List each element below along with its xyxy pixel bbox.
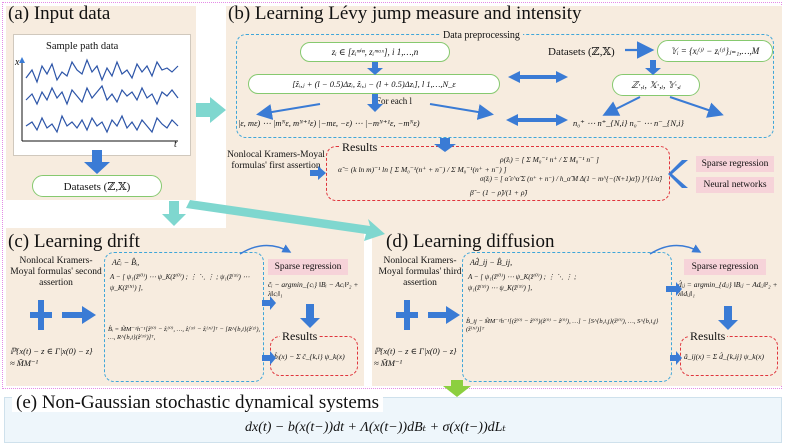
panel-c-arrows: [30, 244, 320, 365]
formula-alpha: α̂ = (k ln m)⁻¹ ln [ Σ M₀⁻¹(n⁺ + n⁻) / Σ…: [338, 165, 507, 174]
teal-arrow-ad: [186, 200, 385, 241]
panel-a-title: (a) Input data: [8, 3, 111, 24]
eq-b-c-text: B̂ᵢ = M̃M⁻¹h⁻¹[ẑ⁽⁰⁾ − ẑᵢ⁽⁰⁾, …, ẑᵢ⁽ᴺ⁾ − …: [108, 326, 261, 342]
eq-b-c: B̂ᵢ = M̃M⁻¹h⁻¹[ẑ⁽⁰⁾ − ẑᵢ⁽⁰⁾, …, ẑᵢ⁽ᴺ⁾ − …: [108, 326, 262, 342]
panel-e-title: (e) Non-Gaussian stochastic dynamical sy…: [12, 393, 384, 412]
matrix-c: A − [ ψ₁(ẑ⁽⁰⁾) ⋯ ψ_K(ẑ⁽⁰⁾) ; ⋮ ⋱ ⋮ ; ψ₁(…: [110, 272, 260, 293]
nonlocal-first-label: Nonlocal Kramers-Moyal formulas' first a…: [226, 150, 326, 172]
eq1-c: Aĉᵢ − B̂ᵢ,: [112, 258, 140, 267]
panel-d-arrows: [396, 244, 738, 365]
formula-ratio: ρ(ẑᵢ) = [ Σ M₀⁻¹ n⁺ / Σ M₀⁻¹ n⁻ ]: [500, 155, 599, 164]
prob-c: ℙ{x(t) − z ∈ Γ|x(0) − z}: [10, 346, 93, 356]
neural-networks-b: Neural networks: [696, 177, 774, 193]
panel-b-title: (b) Learning Lévy jump measure and inten…: [228, 3, 582, 24]
panel-c: [6, 228, 364, 386]
nonlocal-second-text: Nonlocal Kramers-Moyal formulas' second …: [10, 256, 102, 288]
nonlocal-third-label: Nonlocal Kramers-Moyal formulas' third a…: [376, 256, 464, 289]
nonlocal-second-label: Nonlocal Kramers-Moyal formulas' second …: [10, 256, 102, 289]
teal-arrow-ab: [196, 97, 226, 123]
sparse-regression-b: Sparse regression: [696, 156, 774, 172]
datasets-pill-a: Datasets (ℤ,𝕏): [32, 175, 162, 197]
nonlocal-third-text: Nonlocal Kramers-Moyal formulas' third a…: [378, 256, 462, 288]
axis-x-label: x: [15, 57, 20, 68]
matrix-d-text: A − [ ψ₁(ẑ⁽⁰⁾) ⋯ ψ_K(ẑ⁽⁰⁾) ; ⋮ ⋱ ⋮ ; ψ₁(…: [468, 273, 577, 292]
formula-sigma: σ(ẑᵢ) = [ α̂ ε^α̂ Σ (n⁺ + n⁻) / h_α̂ M Δ…: [480, 175, 663, 183]
for-each-label: For each l: [376, 96, 412, 106]
matrix-d: A − [ ψ₁(ẑ⁽⁰⁾) ⋯ ψ_K(ẑ⁽⁰⁾) ; ⋮ ⋱ ⋮ ; ψ₁(…: [468, 272, 588, 293]
z-grid-pill: [ẑᵢ,ⱼ + (l − 0.5)Δzᵢ, ẑᵢ,ⱼ − (l + 0.5)Δz…: [248, 74, 500, 94]
stochastic-equation: dx(t) − b(x(t−))dt + Λ(x(t−))dBₜ + σ(x(t…: [245, 420, 506, 435]
zxy-pill: ℤ·,ᵢ, 𝕏·,ᵢ, 𝕐·,ᵢ: [612, 74, 700, 96]
sample-path-label: Sample path data: [46, 41, 119, 52]
nonlocal-first-text: Nonlocal Kramers-Moyal formulas' first a…: [227, 150, 325, 171]
result-eq-d: â_ij(x) = Σ d̂_{k,ij} ψ_k(x): [684, 352, 764, 361]
eq1-d: Ad̂_ij − B̂_ij,: [470, 258, 513, 267]
argmin-c-text: ĉᵢ − argmin_{cᵢ} ‖Bᵢ − Acᵢ‖²₂ + λ‖cᵢ‖₁: [268, 280, 359, 299]
y-def-pill: 𝕐ᵢ = {xᵢ⁽ʲ⁾ − zᵢ⁽ʲ⁾}ⱼ₌₁,…,M: [657, 40, 773, 62]
sparse-regression-d: Sparse regression: [684, 259, 766, 275]
counts-row: n₀⁺ ⋯ n⁺_{N,i} n₀⁻ ⋯ n⁻_{N,i}: [573, 118, 684, 128]
equation-box-c: [104, 252, 264, 382]
arrow-a-down: [84, 150, 110, 174]
panel-c-title: (c) Learning drift: [8, 231, 140, 252]
argmin-c: ĉᵢ − argmin_{cᵢ} ‖Bᵢ − Acᵢ‖²₂ + λ‖cᵢ‖₁: [268, 280, 360, 299]
datasets-right: Datasets (ℤ,𝕏): [548, 46, 615, 58]
results-label-d: Results: [688, 329, 728, 344]
panel-d: [372, 228, 782, 386]
results-label-c: Results: [280, 329, 320, 344]
equation-box-d: [462, 252, 672, 382]
eq-b-d: B̂_ij − M̃M⁻¹h⁻¹[(ẑ⁽⁰⁾ − ẑ⁽⁰⁾)(ẑ⁽⁰⁾ − ẑ⁽…: [466, 318, 670, 334]
panel-b-arrows: [256, 41, 724, 188]
sparse-regression-c: Sparse regression: [268, 259, 348, 275]
prob-d: ℙ{x(t) − z ∈ Γ|x(0) − z}: [374, 346, 457, 356]
approx-c: ≈ M̃M⁻¹: [10, 358, 38, 368]
approx-d: ≈ M̃M⁻¹: [374, 358, 402, 368]
sample-paths: [25, 58, 179, 134]
results-box-d: [680, 336, 778, 376]
axis-t-label: t: [174, 139, 177, 150]
result-eq-c: b̂ᵢ(x) − Σ ĉ_{k,i} ψ_k(x): [274, 352, 345, 361]
ranges-row: |ε, mε) ⋯ |mᴺε, mᴺ⁺¹ε) |−mε, −ε) ⋯ |−mᴺ⁺…: [238, 118, 420, 128]
z-def-pill: zᵢ ∈ [zᵢᵐⁱⁿ, zᵢᵐᵃˣ], i 1,…,n: [300, 42, 450, 62]
panel-d-title: (d) Learning diffusion: [386, 231, 555, 252]
argmin-d-text: d̂ᵢⱼ = argmin_{dᵢⱼ} ‖Bᵢⱼ − Adᵢⱼ‖²₂ + λ‖d…: [678, 280, 778, 299]
eq-b-d-text: B̂_ij − M̃M⁻¹h⁻¹[(ẑ⁽⁰⁾ − ẑ⁽⁰⁾)(ẑ⁽⁰⁾ − ẑ⁽…: [466, 318, 659, 334]
results-label-b: Results: [340, 140, 380, 155]
teal-arrow-ac: [162, 201, 186, 226]
sample-axes: [19, 57, 178, 142]
argmin-d: d̂ᵢⱼ = argmin_{dᵢⱼ} ‖Bᵢⱼ − Adᵢⱼ‖²₂ + λ‖d…: [678, 280, 778, 299]
preprocessing-label: Data preprocessing: [440, 30, 523, 42]
green-arrow-e: [443, 380, 471, 397]
formula-beta: β̂ − (1 − ρ̂)/(1 + ρ̂): [470, 188, 527, 197]
matrix-c-text: A − [ ψ₁(ẑ⁽⁰⁾) ⋯ ψ_K(ẑ⁽⁰⁾) ; ⋮ ⋱ ⋮ ; ψ₁(…: [110, 273, 250, 292]
